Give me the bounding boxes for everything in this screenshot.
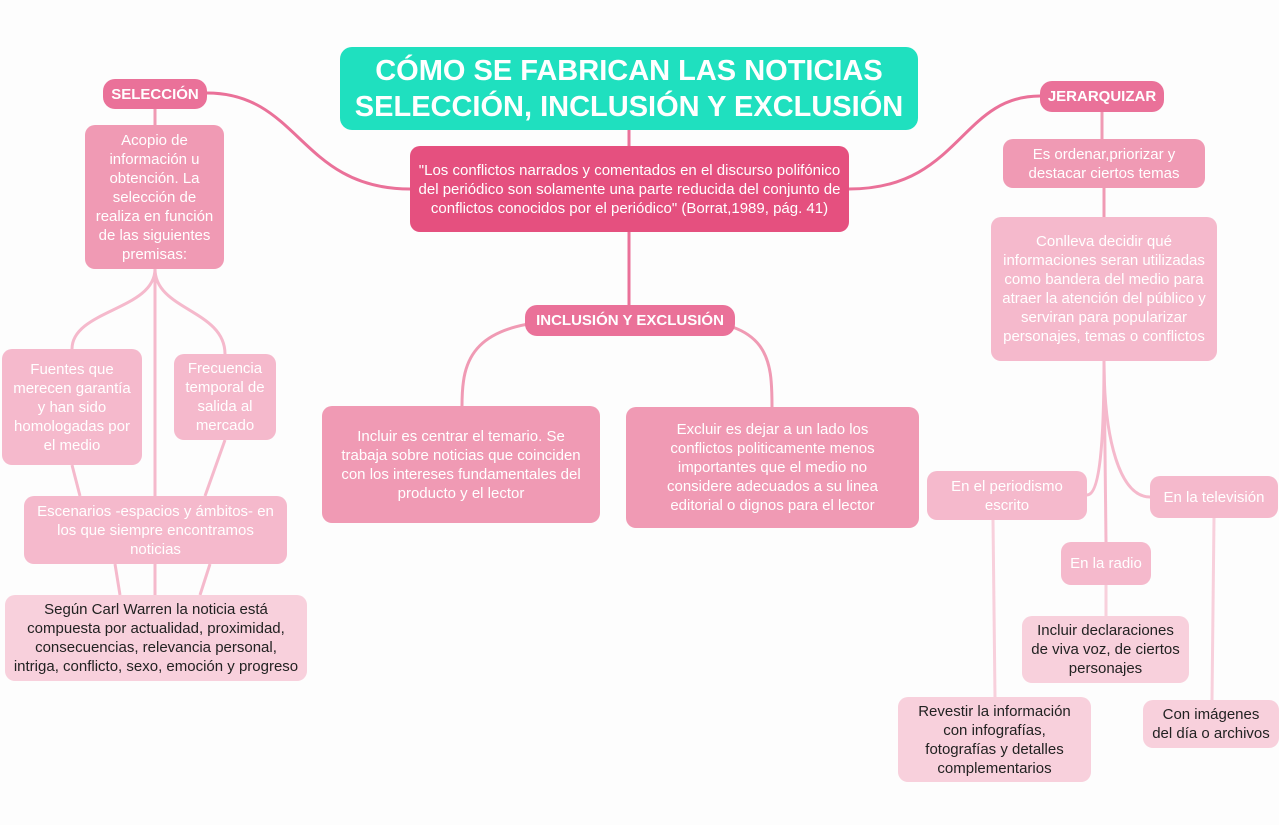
quote-node[interactable]: "Los conflictos narrados y comentados en… <box>410 146 849 232</box>
link-quote-seleccion <box>206 91 411 191</box>
title-line-2: SELECCIÓN, INCLUSIÓN Y EXCLUSIÓN <box>354 90 904 123</box>
warren-node[interactable]: Según Carl Warren la noticia está compue… <box>5 595 307 681</box>
frecuencia-node[interactable]: Frecuencia temporal de salida al mercado <box>174 354 276 440</box>
escenarios-node[interactable]: Escenarios -espacios y ámbitos- en los q… <box>24 496 287 564</box>
declaraciones-node[interactable]: Incluir declaraciones de viva voz, de ci… <box>1022 616 1189 683</box>
fuentes-node[interactable]: Fuentes que merecen garantía y han sido … <box>2 349 142 465</box>
incluir-node[interactable]: Incluir es centrar el temario. Se trabaj… <box>322 406 600 523</box>
ordenar-node[interactable]: Es ordenar,priorizar y destacar ciertos … <box>1003 139 1205 188</box>
jerarquizar-node[interactable]: JERARQUIZAR <box>1040 81 1164 112</box>
escrito-node[interactable]: En el periodismo escrito <box>927 471 1087 520</box>
inclusion-node[interactable]: INCLUSIÓN Y EXCLUSIÓN <box>525 305 735 336</box>
television-node[interactable]: En la televisión <box>1150 476 1278 518</box>
main-title[interactable]: CÓMO SE FABRICAN LAS NOTICIAS SELECCIÓN,… <box>340 47 918 130</box>
revestir-node[interactable]: Revestir la información con infografías,… <box>898 697 1091 782</box>
seleccion-node[interactable]: SELECCIÓN <box>103 79 207 109</box>
link-quote-jerarquizar <box>848 94 1041 191</box>
conlleva-node[interactable]: Conlleva decidir qué informaciones seran… <box>991 217 1217 361</box>
radio-node[interactable]: En la radio <box>1061 542 1151 585</box>
imagenes-node[interactable]: Con imágenes del día o archivos <box>1143 700 1279 748</box>
acopio-node[interactable]: Acopio de información u obtención. La se… <box>85 125 224 269</box>
title-line-1: CÓMO SE FABRICAN LAS NOTICIAS <box>375 54 883 87</box>
excluir-node[interactable]: Excluir es dejar a un lado los conflicto… <box>626 407 919 528</box>
